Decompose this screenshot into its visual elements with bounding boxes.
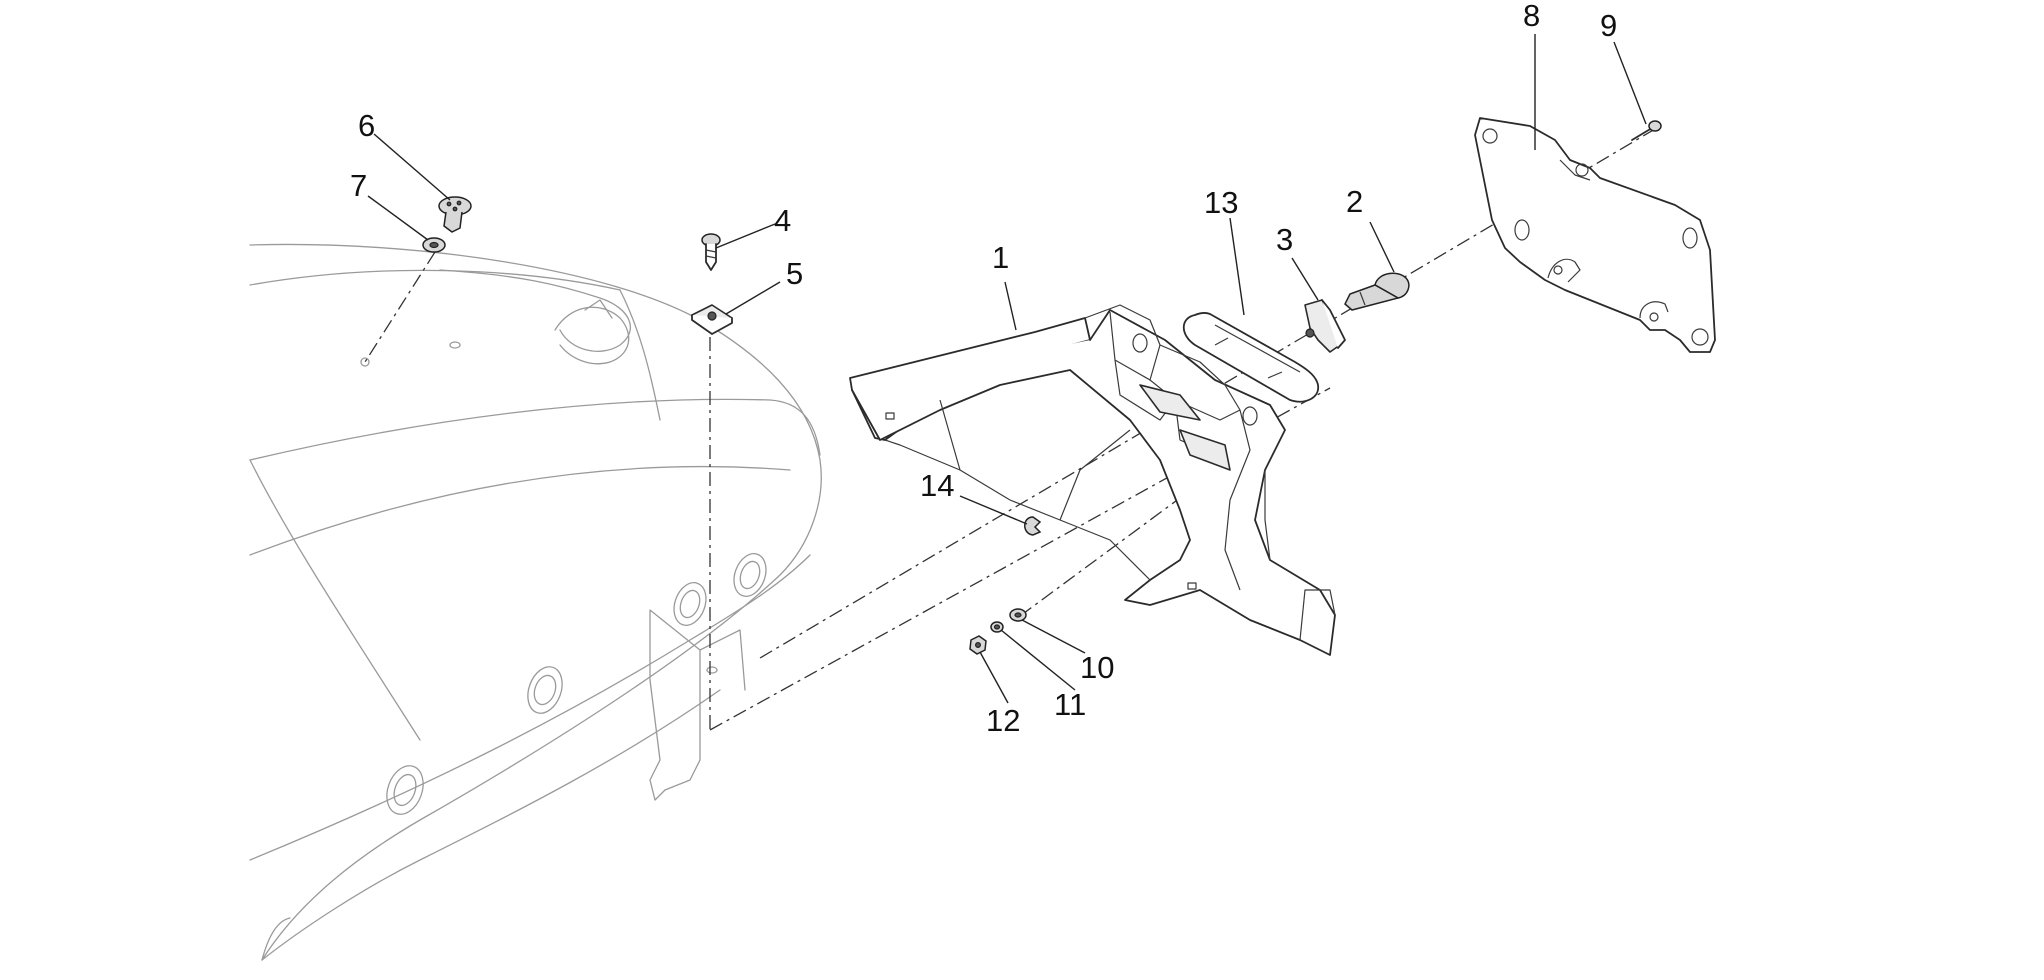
callout-12: 12 <box>986 703 1020 738</box>
part-9-screw <box>1631 120 1662 141</box>
part-11-spring-washer <box>990 621 1004 633</box>
callout-10: 10 <box>1080 650 1114 685</box>
part-1-plate-holder-bracket <box>849 304 1336 656</box>
callout-9: 9 <box>1600 8 1617 43</box>
callout-11: 11 <box>1054 687 1086 722</box>
callout-labels: 1 2 3 4 5 6 7 8 9 10 11 12 13 14 <box>350 0 1617 738</box>
part-6-expansion-rivet <box>438 196 472 233</box>
callout-4: 4 <box>774 203 791 238</box>
part-4-screw <box>701 233 721 271</box>
callout-7: 7 <box>350 168 367 203</box>
part-13-rubber-spacer <box>1182 312 1319 403</box>
part-2-push-fastener <box>1344 272 1410 311</box>
callout-1: 1 <box>992 240 1009 275</box>
part-3-speed-nut-clip <box>1304 299 1346 353</box>
callout-6: 6 <box>358 108 375 143</box>
callout-13: 13 <box>1204 185 1238 220</box>
callout-14: 14 <box>920 468 954 503</box>
part-12-nut <box>969 635 987 655</box>
callout-5: 5 <box>786 256 803 291</box>
part-10-washer <box>1009 608 1027 622</box>
leader-lines <box>367 34 1647 704</box>
part-7-washer <box>422 237 446 253</box>
part-14-clip <box>1024 516 1042 536</box>
callout-2: 2 <box>1346 184 1363 219</box>
rear-body-panel <box>249 243 822 961</box>
callout-8: 8 <box>1523 0 1540 33</box>
part-5-clip-nut <box>691 304 733 335</box>
part-8-plate-support <box>1474 117 1716 353</box>
callout-3: 3 <box>1276 222 1293 257</box>
